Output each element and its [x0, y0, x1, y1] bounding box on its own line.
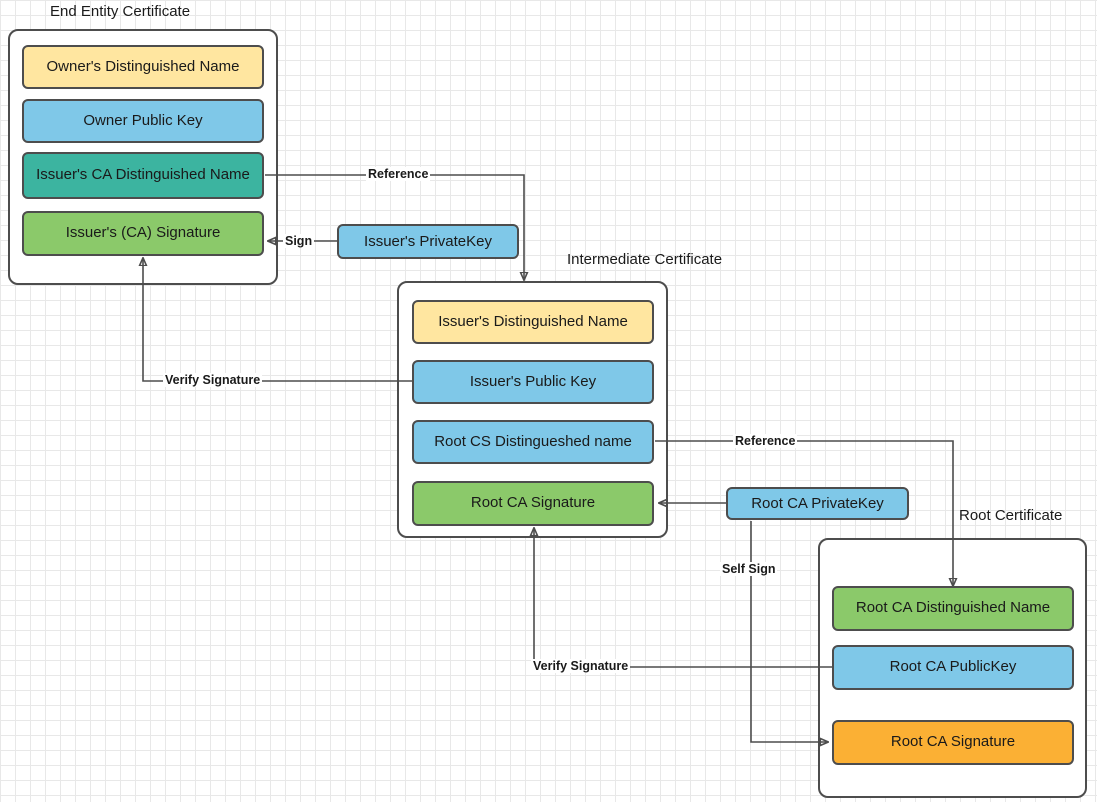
field-intermediate-root-ca-signature[interactable]: Root CA Signature — [412, 481, 654, 526]
field-issuers-ca-distinguished-name[interactable]: Issuer's CA Distinguished Name — [22, 152, 264, 199]
field-root-ca-signature[interactable]: Root CA Signature — [832, 720, 1074, 765]
wire-label-reference-top: Reference — [366, 167, 431, 181]
field-root-ca-public-key[interactable]: Root CA PublicKey — [832, 645, 1074, 690]
field-owners-distinguished-name[interactable]: Owner's Distinguished Name — [22, 45, 264, 89]
field-root-ca-distinguished-name[interactable]: Root CA Distinguished Name — [832, 586, 1074, 631]
wire-label-self-sign: Self Sign — [720, 562, 778, 576]
wire-verify-signature-lower — [534, 528, 832, 668]
field-issuers-distinguished-name[interactable]: Issuer's Distinguished Name — [412, 300, 654, 344]
end-entity-certificate-title: End Entity Certificate — [50, 3, 191, 20]
wire-label-sign: Sign — [283, 234, 315, 248]
field-root-cs-distingueshed-name[interactable]: Root CS Distingueshed name — [412, 420, 654, 464]
field-owner-public-key[interactable]: Owner Public Key — [22, 99, 264, 143]
issuers-private-key-box[interactable]: Issuer's PrivateKey — [337, 224, 519, 259]
field-issuers-public-key[interactable]: Issuer's Public Key — [412, 360, 654, 404]
field-issuers-ca-signature[interactable]: Issuer's (CA) Signature — [22, 211, 264, 256]
wire-label-reference-lower: Reference — [733, 434, 798, 448]
root-ca-private-key-box[interactable]: Root CA PrivateKey — [726, 487, 909, 520]
wire-label-verify-signature-upper: Verify Signature — [163, 373, 263, 387]
wire-label-verify-signature-lower: Verify Signature — [531, 659, 631, 673]
wire-self-sign — [750, 521, 828, 742]
intermediate-certificate-title: Intermediate Certificate — [567, 251, 723, 268]
root-certificate-title: Root Certificate — [959, 507, 1063, 524]
